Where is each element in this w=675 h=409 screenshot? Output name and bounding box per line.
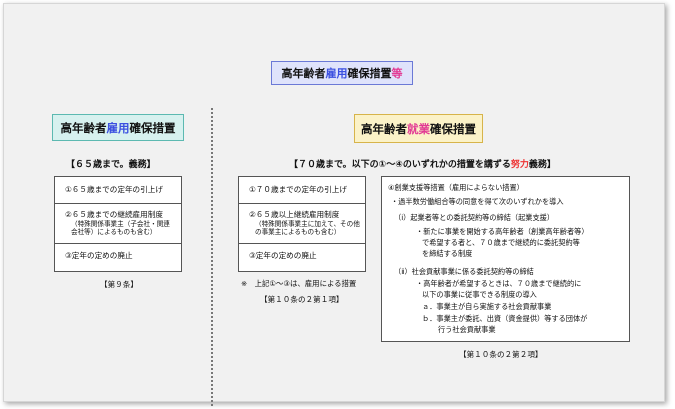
left-measures-box: ①６５歳までの定年の引上げ ②６５歳までの継続雇用制度 （特殊関係事業主（子会社… — [54, 176, 182, 272]
detail-line-3: （ⅰ）起業者等との委託契約等の締結（起業支援） — [394, 213, 555, 222]
right-heading-pre: 高年齢者 — [361, 121, 407, 136]
work-measures-heading: 高年齢者就業確保措置 — [354, 114, 483, 143]
left-item-2: ②６５歳までの継続雇用制度 （特殊関係事業主（子会社・関連 会社等）によるものも… — [55, 210, 181, 237]
left-item-2-sub-2: 会社等）によるものも含む） — [71, 228, 157, 237]
left-item-3-label: ③定年の定めの廃止 — [65, 251, 133, 260]
right-requirement-highlight: 努力 — [510, 160, 529, 170]
left-heading-highlight: 雇用 — [106, 120, 130, 135]
right-heading-post: 確保措置 — [430, 121, 476, 136]
middle-item-2-label: ②６５歳以上継続雇用制度 — [249, 210, 340, 219]
diagram-title: 高年齢者雇用確保措置等 — [271, 61, 413, 85]
left-item-1: ①６５歳までの定年の引上げ — [55, 185, 181, 195]
divider-line — [239, 243, 365, 244]
detail-line-10: ａ．事業主が自ら実施する社会貢献事業 — [422, 302, 552, 311]
middle-item-3-label: ③定年の定めの廃止 — [249, 251, 317, 260]
left-requirement: 【６５歳まで。義務】 — [66, 160, 156, 170]
left-article: 【第９条】 — [100, 280, 138, 289]
right-requirement-pre: 【７０歳まで。以下の①～④のいずれかの措置を講ずる — [289, 160, 511, 170]
right-heading-highlight: 就業 — [407, 121, 430, 136]
detail-line-5: で希望する者と、７０歳まで継続的に委託契約等 — [422, 238, 580, 247]
left-item-3: ③定年の定めの廃止 — [55, 251, 181, 261]
detail-line-2: ・過半数労働組合等の同意を得て次のいずれかを導入 — [391, 197, 564, 206]
middle-note: ※ 上記①～③は、雇用による措置 — [241, 279, 357, 288]
left-item-2-label: ②６５歳までの継続雇用制度 — [65, 210, 163, 219]
divider-line — [55, 203, 181, 204]
detail-line-6: を締結する制度 — [422, 249, 473, 258]
detail-line-4: ・新たに事業を開始する高年齢者（創業高年齢者等） — [416, 227, 589, 236]
diagram-canvas: 高年齢者雇用確保措置等 高年齢者雇用確保措置 【６５歳まで。義務】 ①６５歳まで… — [3, 3, 665, 406]
detail-line-1: ④創業支援等措置（雇用によらない措置） — [388, 183, 524, 192]
employment-measures-heading: 高年齢者雇用確保措置 — [52, 114, 184, 141]
title-text-highlight: 雇用 — [325, 67, 348, 80]
creation-support-box: ④創業支援等措置（雇用によらない措置） ・過半数労働組合等の同意を得て次のいずれ… — [381, 176, 630, 342]
right-article: 【第１０条の２第２項】 — [459, 350, 543, 359]
section-divider — [211, 108, 213, 406]
left-heading-pre: 高年齢者 — [60, 120, 107, 135]
middle-article: 【第１０条の２第１項】 — [260, 295, 344, 304]
middle-item-1-label: ①７０歳までの定年の引上げ — [249, 185, 347, 194]
detail-line-9: 以下の事業に従事できる制度の導入 — [422, 290, 537, 299]
middle-item-1: ①７０歳までの定年の引上げ — [239, 185, 365, 195]
left-item-1-label: ①６５歳までの定年の引上げ — [65, 185, 163, 194]
title-text-pre: 高年齢者 — [281, 67, 326, 80]
middle-item-2-sub-2: の事業主によるものも含む） — [255, 228, 341, 237]
detail-line-12: 行う社会貢献事業 — [438, 325, 496, 334]
divider-line — [55, 243, 181, 244]
left-heading-post: 確保措置 — [129, 120, 176, 135]
detail-line-11: ｂ．事業主が委託、出資（資金提供）等する団体が — [422, 314, 588, 323]
title-text-post: 等 — [391, 67, 403, 80]
divider-line — [239, 203, 365, 204]
left-item-2-sub-1: （特殊関係事業主（子会社・関連 — [71, 220, 170, 228]
title-text-mid: 確保措置 — [347, 67, 392, 80]
detail-line-8: ・高年齢者が希望するときは、７０歳まで継続的に — [416, 279, 582, 288]
middle-item-2: ②６５歳以上継続雇用制度 （特殊関係事業主に加えて、その他 の事業主によるものも… — [239, 210, 365, 237]
detail-line-7: （ⅱ）社会貢献事業に係る委託契約等の締結 — [394, 267, 534, 276]
middle-item-3: ③定年の定めの廃止 — [239, 251, 365, 261]
right-requirement: 【７０歳まで。以下の①～④のいずれかの措置を講ずる努力義務】 — [289, 157, 556, 170]
middle-item-2-sub-1: （特殊関係事業主に加えて、その他 — [255, 220, 360, 228]
right-requirement-post: 義務】 — [528, 160, 556, 170]
middle-measures-box: ①７０歳までの定年の引上げ ②６５歳以上継続雇用制度 （特殊関係事業主に加えて、… — [238, 176, 366, 272]
